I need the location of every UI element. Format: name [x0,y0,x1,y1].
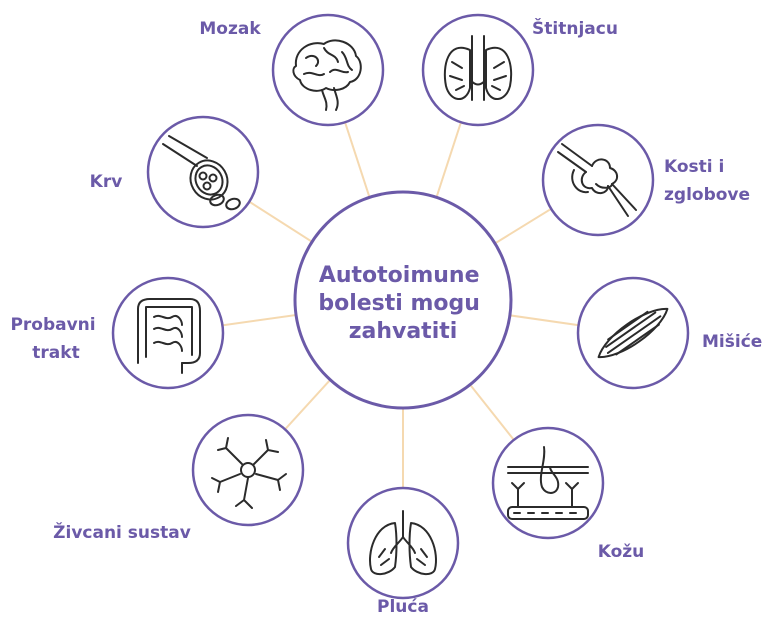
label-thyroid: Štitnjacu [532,17,618,39]
muscle-icon [597,307,669,359]
label-skin: Kožu [598,542,645,562]
center-line-2: bolesti mogu [318,291,480,316]
lungs-icon [369,510,437,575]
center-circle [293,190,513,410]
skin-layers-icon [507,446,589,520]
label-blood: Krv [90,172,123,192]
organ-blood [146,115,260,229]
label-lungs: Pluća [377,597,429,617]
label-bones: Kosti i zglobove [664,157,750,205]
organ-gut [111,276,225,390]
bone-joint-icon [557,143,637,217]
label-muscles: Mišiće [702,332,762,352]
label-brain: Mozak [199,19,261,39]
center-label: Autotoimune bolesti mogu zahvatiti [318,263,487,344]
neuron-icon [211,437,287,509]
organ-brain [271,13,385,127]
center-line-1: Autotoimune [319,263,480,288]
organ-skin [491,426,605,540]
intestines-icon [137,298,201,374]
organ-nerves [191,413,305,527]
organ-thyroid [421,13,535,127]
label-nerves: Živcani sustav [53,521,191,543]
brain-icon [292,39,362,111]
center-line-3: zahvatiti [349,319,458,344]
label-gut: Probavni trakt [10,315,101,363]
organ-muscles [576,276,690,390]
blood-vessel-icon [162,135,241,211]
organ-lungs [346,486,460,600]
organ-bones [541,123,655,237]
thyroid-icon [443,35,513,101]
